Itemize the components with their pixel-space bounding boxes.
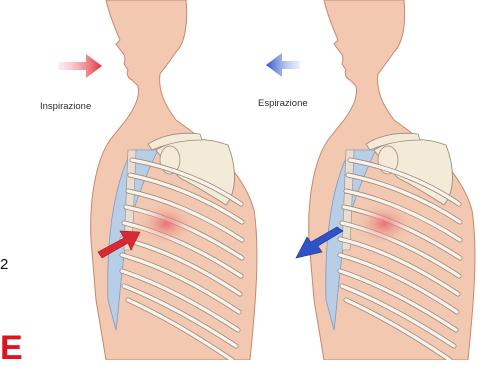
- inspiration-label: Inspirazione: [40, 101, 91, 112]
- margin-number: 2: [0, 256, 8, 273]
- arrow-left-icon: [266, 53, 300, 77]
- expiration-figure: [309, 0, 475, 360]
- expiration-label: Espirazione: [258, 98, 308, 109]
- margin-letter: E: [0, 333, 23, 363]
- inspiration-figure: [91, 0, 257, 360]
- arrow-right-icon: [58, 54, 102, 78]
